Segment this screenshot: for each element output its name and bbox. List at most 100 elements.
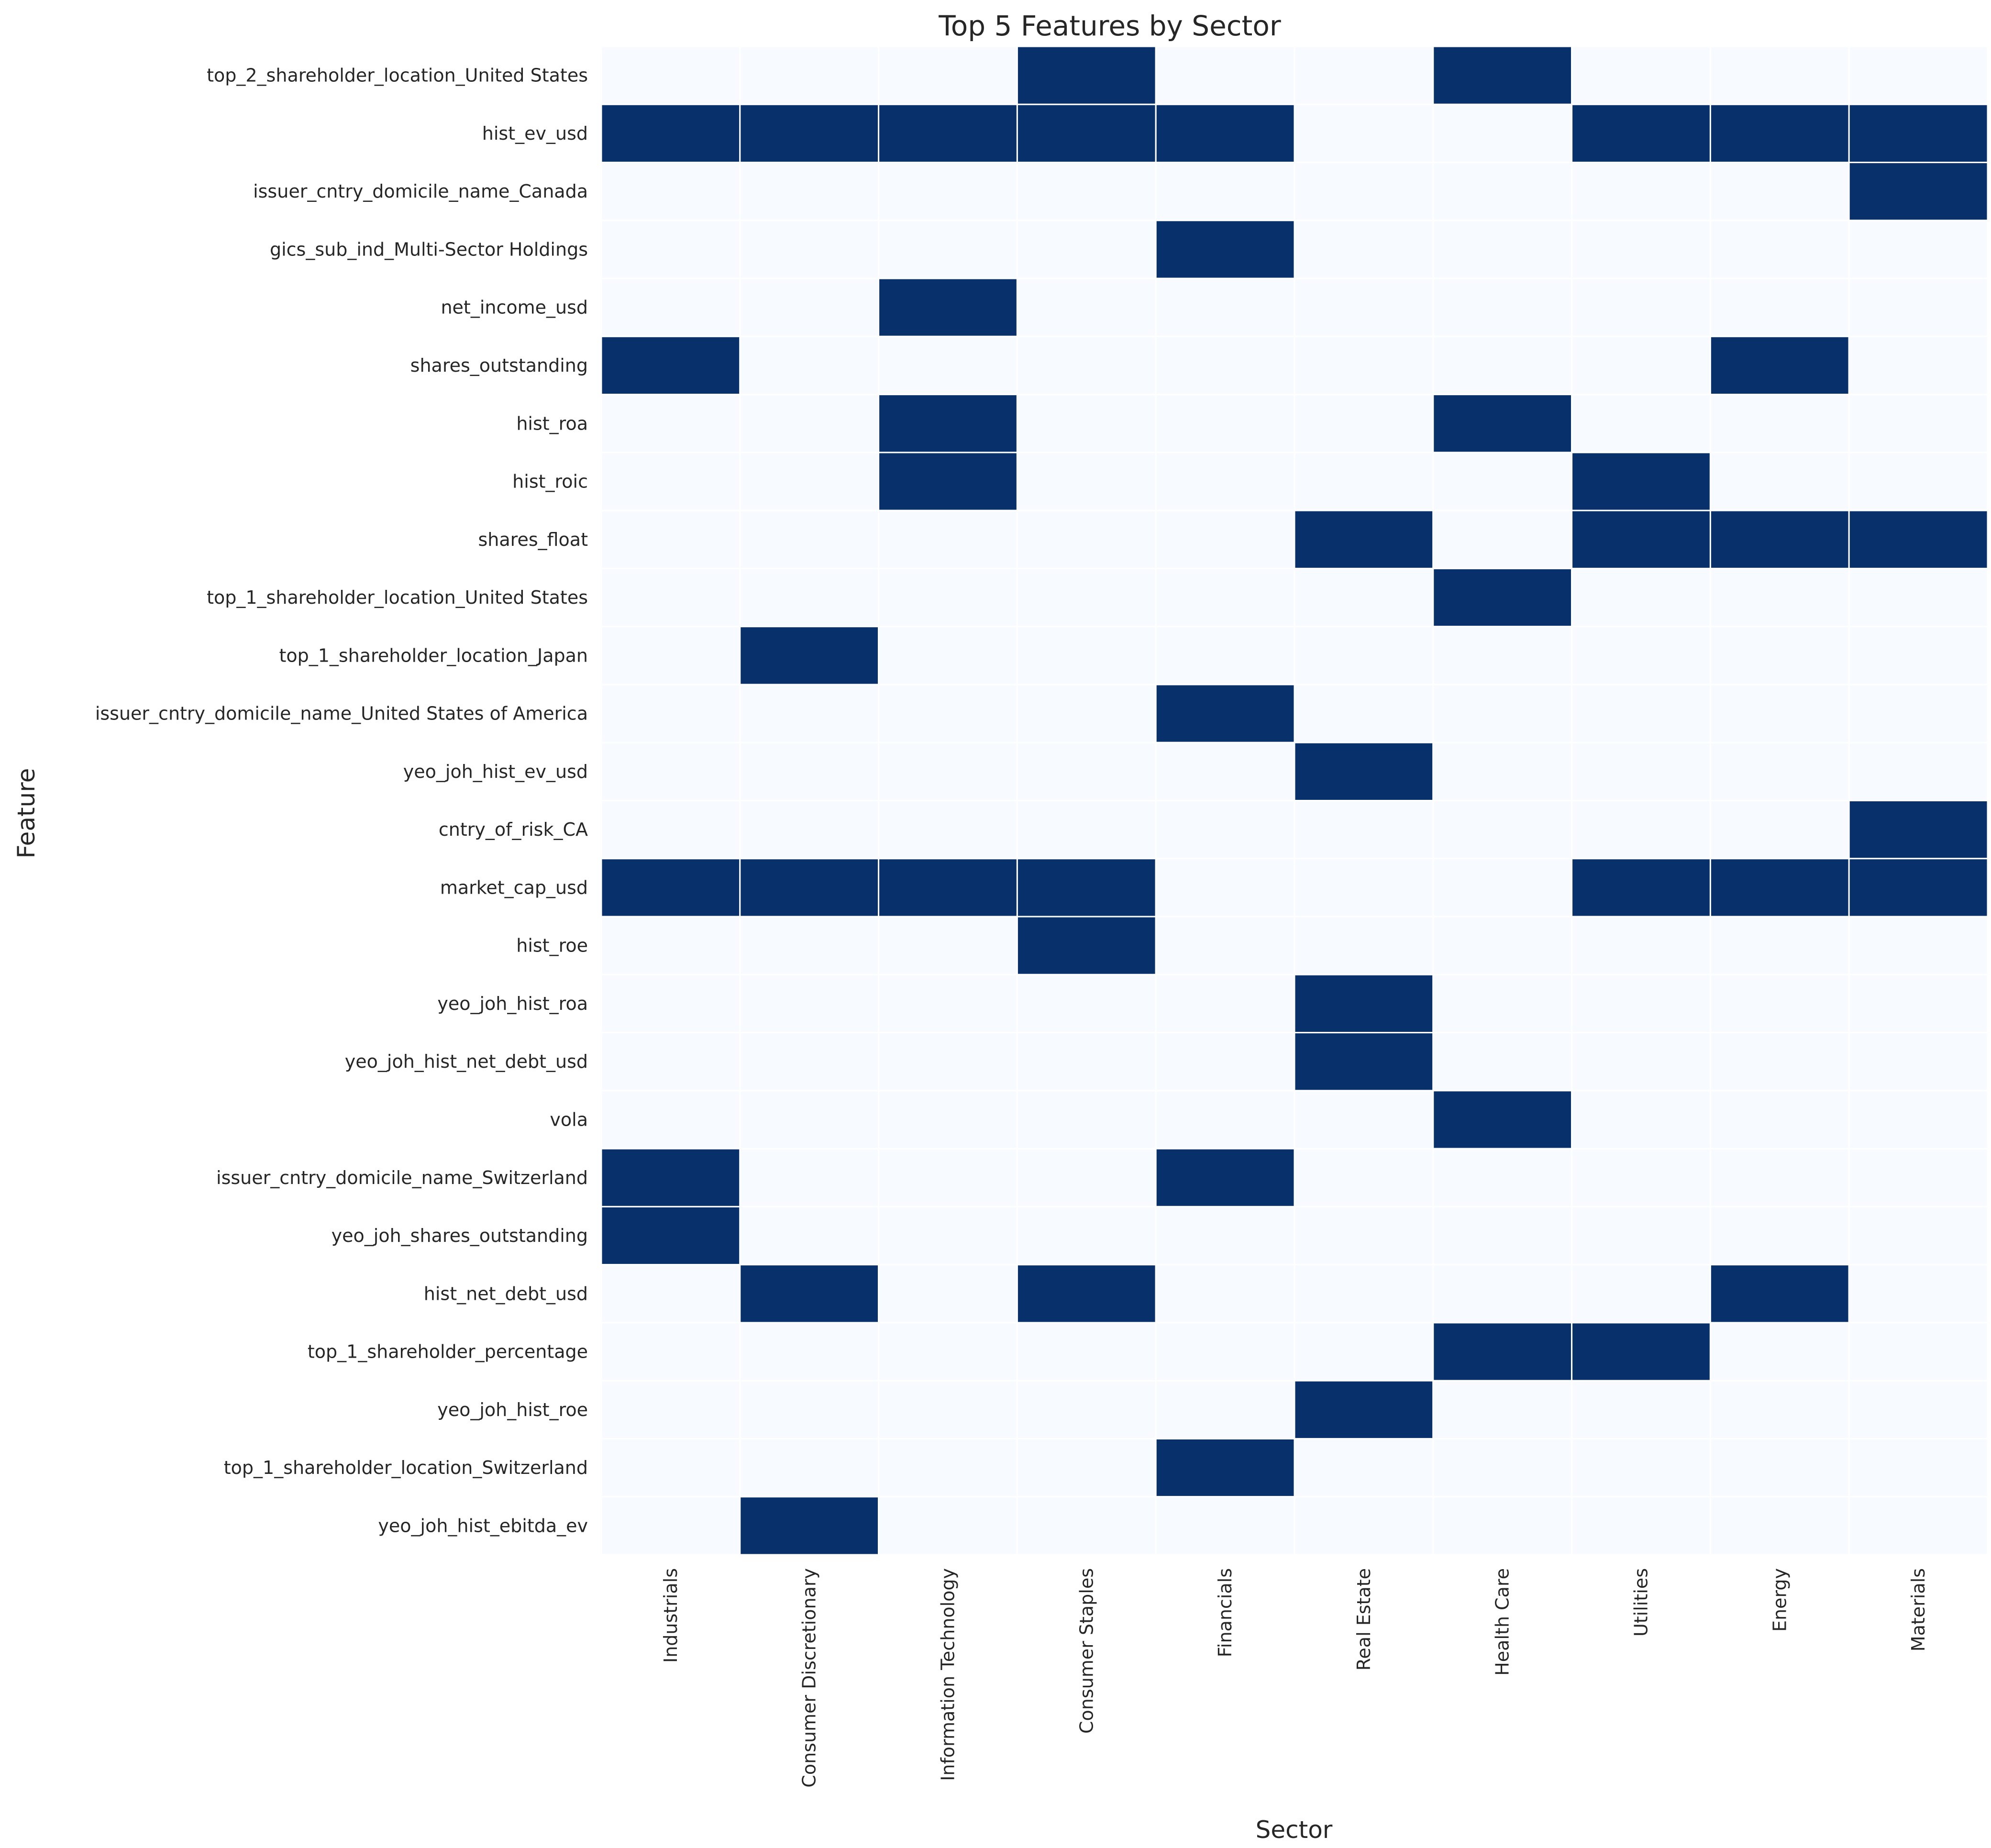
heatmap-cell xyxy=(1848,567,1989,628)
y-tick-label: top_2_shareholder_location_United States xyxy=(207,65,588,86)
y-tick-label: shares_float xyxy=(478,529,588,550)
heatmap-cell xyxy=(1571,220,1711,279)
heatmap-cell xyxy=(878,394,1018,454)
heatmap-cell xyxy=(739,335,880,396)
heatmap-cell xyxy=(1571,45,1711,105)
y-tick-label: yeo_joh_shares_outstanding xyxy=(332,1225,588,1246)
heatmap-cell xyxy=(600,741,741,801)
heatmap-cell xyxy=(1155,567,1295,628)
heatmap-cell xyxy=(878,741,1018,801)
heatmap-cell xyxy=(1155,800,1295,860)
heatmap-cell xyxy=(1571,626,1711,686)
heatmap-cell xyxy=(878,1380,1018,1439)
y-tick-label: yeo_joh_hist_roa xyxy=(437,993,588,1014)
y-tick-label: yeo_joh_hist_net_debt_usd xyxy=(345,1051,588,1072)
heatmap-cell xyxy=(1432,103,1573,164)
heatmap-cell xyxy=(1016,684,1157,743)
heatmap-cell xyxy=(878,567,1018,628)
heatmap-cell xyxy=(1155,394,1295,454)
heatmap-cell xyxy=(878,626,1018,686)
x-tick-label: Utilities xyxy=(1631,1568,1652,1637)
heatmap-cell xyxy=(1016,45,1157,105)
heatmap-cell xyxy=(1016,1032,1157,1092)
heatmap-cell xyxy=(1294,1496,1434,1556)
heatmap-cell xyxy=(1848,509,1989,569)
y-axis-label: Feature xyxy=(12,768,40,859)
heatmap-cell xyxy=(1155,103,1295,164)
heatmap-cell xyxy=(600,800,741,860)
heatmap-cell xyxy=(1848,394,1989,454)
heatmap-cell xyxy=(878,103,1018,164)
heatmap-cell xyxy=(600,335,741,396)
heatmap-cell xyxy=(739,858,880,918)
heatmap-cell xyxy=(1432,394,1573,454)
heatmap-cell xyxy=(739,1148,880,1207)
heatmap-cell xyxy=(1848,1380,1989,1439)
heatmap-cell xyxy=(1571,1090,1711,1150)
heatmap-cell xyxy=(600,277,741,337)
heatmap-cell xyxy=(600,162,741,221)
heatmap-cell xyxy=(1709,394,1850,454)
y-tick-label: top_1_shareholder_location_United States xyxy=(207,587,588,608)
heatmap-cell xyxy=(878,684,1018,743)
heatmap-cell xyxy=(1432,974,1573,1034)
heatmap-cell xyxy=(600,626,741,686)
heatmap-cell xyxy=(1848,45,1989,105)
heatmap-cells xyxy=(600,45,1989,1556)
heatmap-cell xyxy=(1571,509,1711,569)
chart-title: Top 5 Features by Sector xyxy=(938,10,1281,42)
heatmap-cell xyxy=(1848,1148,1989,1207)
heatmap-cell xyxy=(1571,1322,1711,1382)
heatmap-cell xyxy=(1294,858,1434,918)
heatmap-cell xyxy=(878,1264,1018,1324)
heatmap-cell xyxy=(1848,974,1989,1034)
y-tick-label: net_income_usd xyxy=(441,297,588,318)
heatmap-cell xyxy=(1016,1322,1157,1382)
heatmap-cell xyxy=(1294,335,1434,396)
heatmap-cell xyxy=(600,452,741,511)
heatmap-cell xyxy=(600,1438,741,1498)
heatmap-cell xyxy=(1571,974,1711,1034)
heatmap-cell xyxy=(1571,1438,1711,1498)
heatmap-cell xyxy=(1848,800,1989,860)
heatmap-cell xyxy=(1294,162,1434,221)
y-tick-label: shares_outstanding xyxy=(410,355,588,376)
heatmap-cell xyxy=(1155,162,1295,221)
heatmap-cell xyxy=(1709,162,1850,221)
heatmap-cell xyxy=(1016,1264,1157,1324)
heatmap-cell xyxy=(739,1206,880,1266)
heatmap-cell xyxy=(1709,1032,1850,1092)
heatmap-cell xyxy=(600,1148,741,1207)
heatmap-cell xyxy=(739,800,880,860)
heatmap-cell xyxy=(739,103,880,164)
heatmap-cell xyxy=(1571,858,1711,918)
y-tick-label: hist_roic xyxy=(512,471,588,492)
heatmap-cell xyxy=(600,1090,741,1150)
heatmap-cell xyxy=(1432,1380,1573,1439)
heatmap-cell xyxy=(1709,858,1850,918)
heatmap-cell xyxy=(1571,335,1711,396)
heatmap-cell xyxy=(1709,1090,1850,1150)
heatmap-cell xyxy=(1848,858,1989,918)
heatmap-cell xyxy=(1294,684,1434,743)
heatmap-cell xyxy=(1294,1090,1434,1150)
heatmap-cell xyxy=(739,45,880,105)
heatmap-cell xyxy=(1155,858,1295,918)
x-tick-label: Information Technology xyxy=(938,1568,959,1781)
heatmap-cell xyxy=(1294,452,1434,511)
heatmap-cell xyxy=(1571,1206,1711,1266)
heatmap-cell xyxy=(878,916,1018,975)
heatmap-cell xyxy=(878,45,1018,105)
heatmap-cell xyxy=(1155,1322,1295,1382)
heatmap-cell xyxy=(878,277,1018,337)
heatmap-cell xyxy=(739,509,880,569)
heatmap-cell xyxy=(1155,220,1295,279)
heatmap-cell xyxy=(878,800,1018,860)
heatmap-cell xyxy=(1155,626,1295,686)
heatmap-cell xyxy=(1571,800,1711,860)
heatmap-cell xyxy=(1709,626,1850,686)
heatmap-cell xyxy=(1848,103,1989,164)
heatmap-cell xyxy=(1432,1148,1573,1207)
heatmap-cell xyxy=(1571,684,1711,743)
heatmap-cell xyxy=(1432,626,1573,686)
